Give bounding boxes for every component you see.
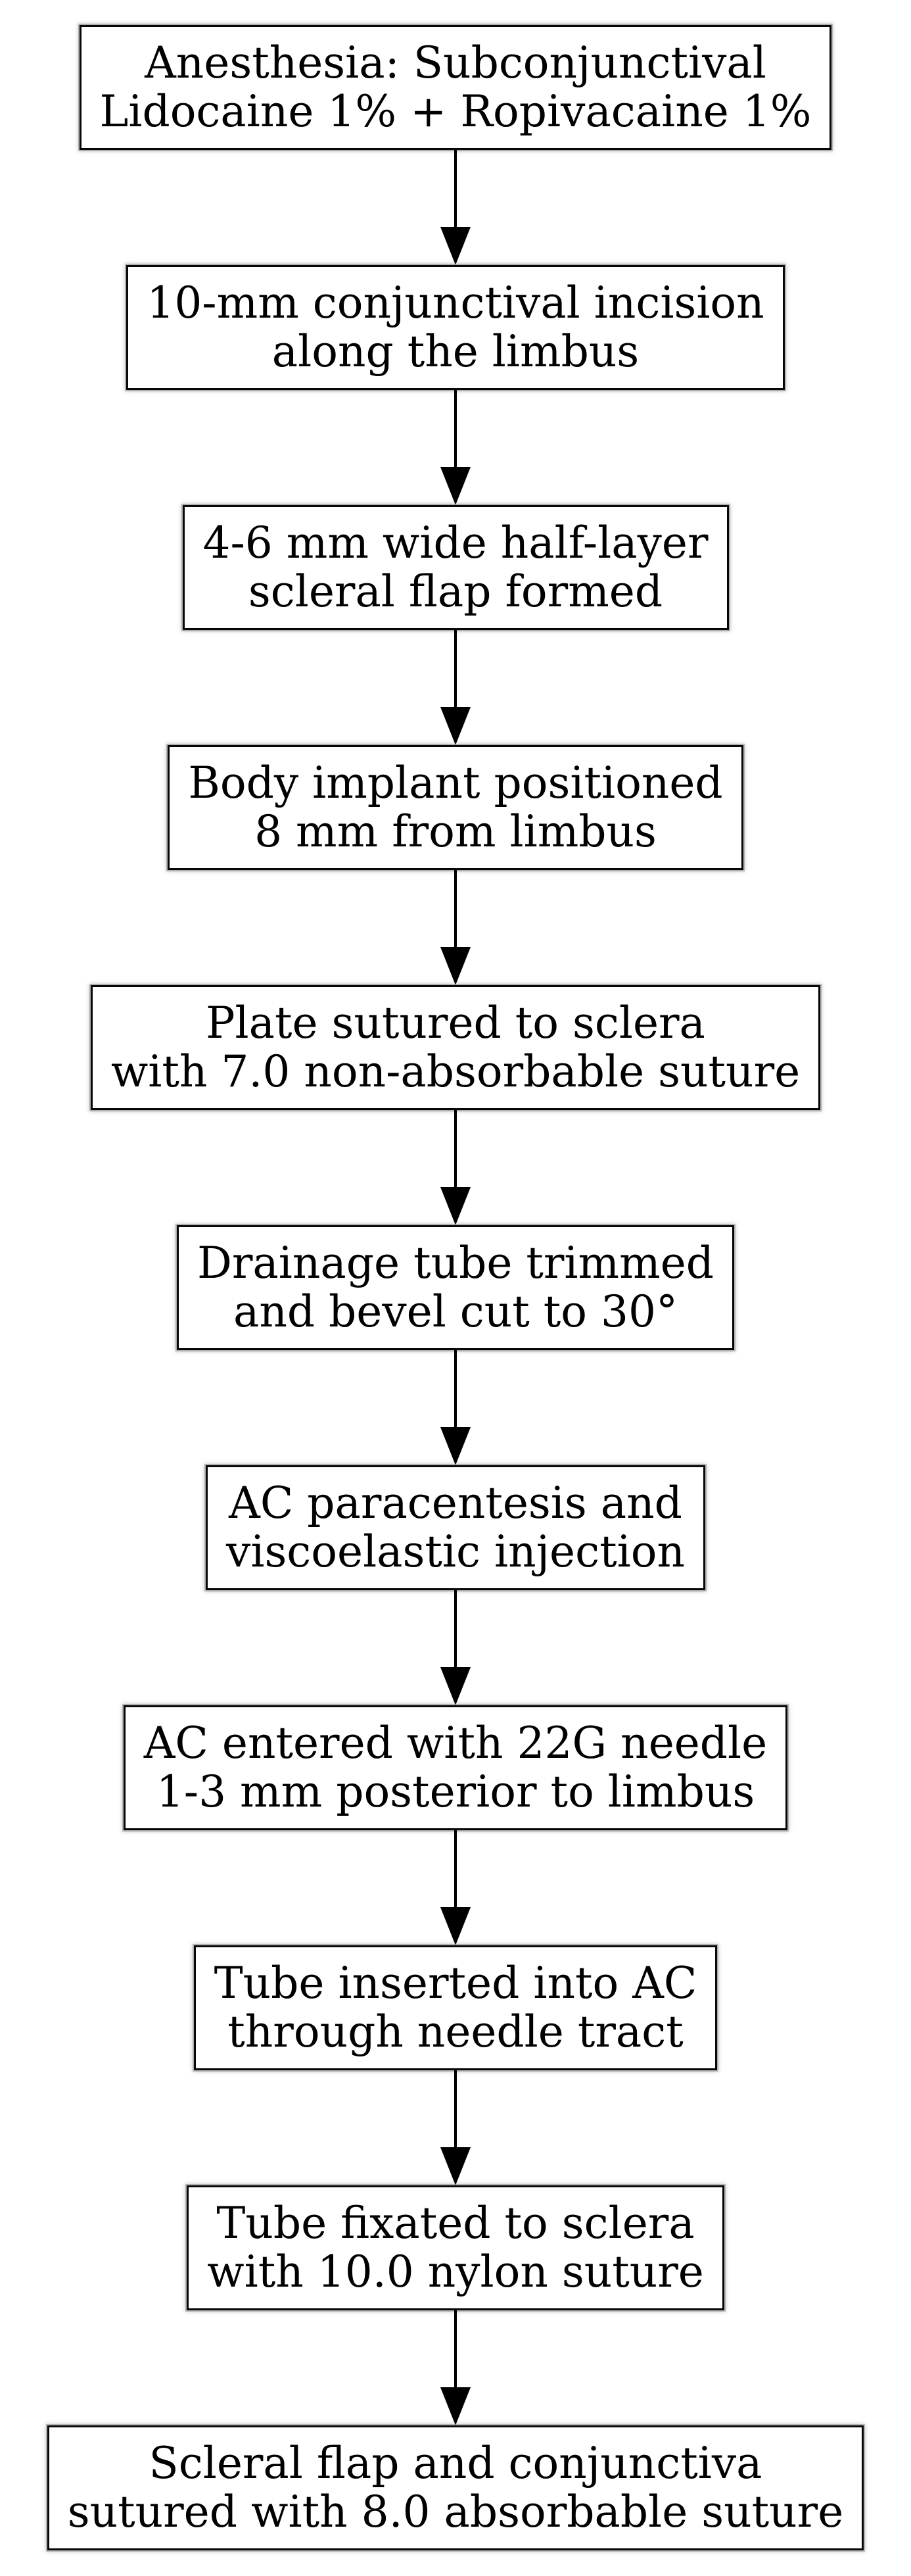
arrowhead-icon	[440, 1907, 471, 1945]
arrowhead-icon	[440, 707, 471, 745]
step-label: Plate sutured to sclera with 7.0 non-abs…	[110, 998, 801, 1097]
arrowhead-icon	[440, 1427, 471, 1465]
flow-arrow	[440, 630, 471, 745]
flow-arrow	[440, 2070, 471, 2185]
step-label: Anesthesia: Subconjunctival Lidocaine 1%…	[99, 37, 812, 137]
arrowhead-icon	[440, 467, 471, 505]
arrow-line	[454, 1590, 457, 1667]
arrow-line	[454, 630, 457, 707]
step-label: AC entered with 22G needle 1-3 mm poster…	[143, 1718, 768, 1817]
flow-arrow	[440, 1350, 471, 1465]
step-label: Tube inserted into AC through needle tra…	[214, 1958, 697, 2057]
step-label: 10-mm conjunctival incision along the li…	[147, 278, 764, 377]
step-3-scleral-flap: 4-6 mm wide half-layer scleral flap form…	[182, 505, 729, 630]
step-1-anesthesia: Anesthesia: Subconjunctival Lidocaine 1%…	[79, 25, 832, 150]
arrow-line	[454, 2070, 457, 2147]
step-2-conjunctival-incision: 10-mm conjunctival incision along the li…	[126, 265, 785, 390]
step-8-ac-entered: AC entered with 22G needle 1-3 mm poster…	[123, 1705, 788, 1830]
flow-arrow	[440, 2310, 471, 2425]
step-6-tube-trimmed: Drainage tube trimmed and bevel cut to 3…	[176, 1225, 735, 1350]
arrow-line	[454, 150, 457, 227]
step-label: 4-6 mm wide half-layer scleral flap form…	[202, 518, 709, 617]
arrowhead-icon	[440, 1187, 471, 1225]
flow-arrow	[440, 870, 471, 985]
arrow-line	[454, 390, 457, 467]
flow-arrow	[440, 1110, 471, 1225]
flow-arrow	[440, 390, 471, 505]
arrowhead-icon	[440, 1667, 471, 1705]
arrow-line	[454, 1350, 457, 1427]
step-label: Body implant positioned 8 mm from limbus	[188, 758, 723, 857]
arrowhead-icon	[440, 2387, 471, 2425]
flow-arrow	[440, 1590, 471, 1705]
flow-arrow	[440, 150, 471, 265]
step-7-paracentesis: AC paracentesis and viscoelastic injecti…	[206, 1465, 705, 1590]
arrow-line	[454, 870, 457, 947]
step-label: AC paracentesis and viscoelastic injecti…	[226, 1478, 685, 1577]
arrow-line	[454, 1830, 457, 1907]
step-5-plate-sutured: Plate sutured to sclera with 7.0 non-abs…	[90, 985, 821, 1110]
step-4-body-implant: Body implant positioned 8 mm from limbus	[168, 745, 743, 870]
arrow-line	[454, 2310, 457, 2387]
step-10-tube-fixated: Tube fixated to sclera with 10.0 nylon s…	[187, 2185, 724, 2310]
arrowhead-icon	[440, 2147, 471, 2185]
arrowhead-icon	[440, 227, 471, 265]
arrow-line	[454, 1110, 457, 1187]
step-label: Scleral flap and conjunctiva sutured wit…	[67, 2438, 844, 2537]
step-11-closure: Scleral flap and conjunctiva sutured wit…	[47, 2425, 864, 2550]
step-label: Tube fixated to sclera with 10.0 nylon s…	[207, 2198, 704, 2297]
arrowhead-icon	[440, 947, 471, 985]
step-9-tube-inserted: Tube inserted into AC through needle tra…	[193, 1945, 718, 2070]
flow-arrow	[440, 1830, 471, 1945]
step-label: Drainage tube trimmed and bevel cut to 3…	[197, 1238, 714, 1337]
